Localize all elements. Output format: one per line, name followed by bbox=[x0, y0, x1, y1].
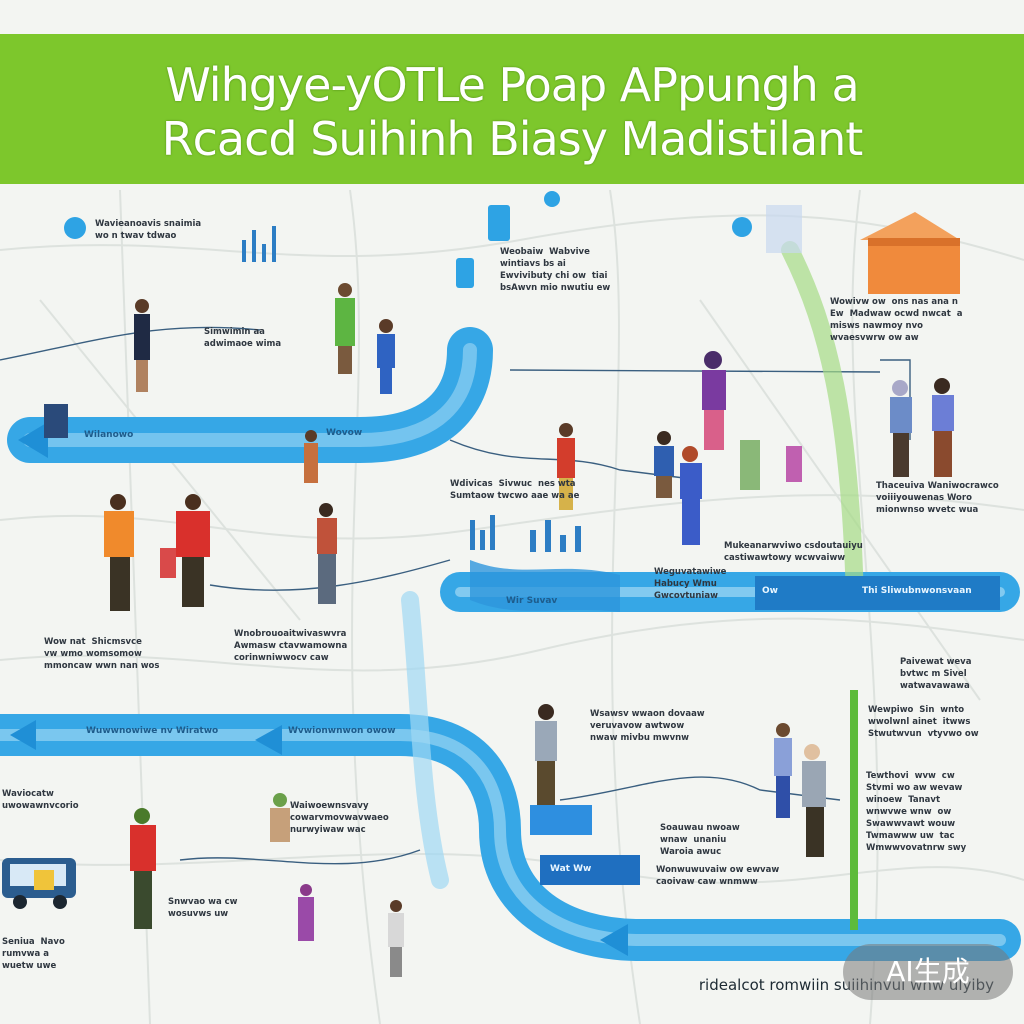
bottom-blue-box bbox=[540, 855, 640, 885]
text-block: Paivewat weva bvtwc m Sivel watwavawawa bbox=[900, 657, 972, 691]
green-divider bbox=[850, 690, 858, 930]
street-network bbox=[0, 189, 1024, 1024]
person-figure bbox=[702, 351, 726, 450]
thin-route-lines bbox=[0, 326, 911, 865]
ai-generated-badge: AI生成 bbox=[843, 944, 1013, 1000]
person-figure bbox=[890, 380, 912, 477]
house-icon bbox=[860, 212, 960, 294]
road-label: Wir Suvav bbox=[506, 596, 558, 606]
person-figure bbox=[104, 494, 134, 611]
person-figure bbox=[130, 808, 156, 929]
people-figures bbox=[104, 283, 954, 977]
road-label: Wuwwnowiwe nv Wiratwo bbox=[86, 726, 219, 736]
person-figure bbox=[317, 503, 337, 604]
page-title-line-2: Rcacd Suihinh Biasy Madistilant bbox=[161, 112, 864, 166]
text-block: Wavieanoavis snaimia wo n twav tdwao bbox=[95, 219, 202, 241]
text-block: Waiwoewnsvavy cowarvmovwavwaeo nurwyiwaw… bbox=[290, 801, 389, 835]
road-wave bbox=[470, 560, 620, 612]
text-block: Thaceuiva Waniwocrawco voiiiyouwenas Wor… bbox=[876, 481, 999, 515]
road-label: Thi Sliwubnwonsvaan bbox=[862, 586, 972, 596]
person-figure bbox=[304, 430, 318, 483]
text-block: Mukeanarwviwo csdoutauiyu castiwawtowy w… bbox=[724, 541, 863, 563]
text-block: Simwimin aa adwimaoe wima bbox=[204, 327, 282, 349]
text-block: Snwvao wa cw wosuvws uw bbox=[168, 897, 238, 919]
road-arrowheads bbox=[10, 422, 628, 956]
mini-bar-charts bbox=[242, 226, 581, 552]
text-block: Wonwuwuvaiw ow ewvaw caoivaw caw wnmww bbox=[656, 865, 780, 887]
text-block: Wewpiwo Sin wnto wwolwnl ainet itwws Stw… bbox=[868, 705, 979, 739]
right-band-box bbox=[755, 576, 1000, 610]
person-figure bbox=[557, 423, 575, 510]
road-label: Wilanowo bbox=[84, 430, 134, 440]
props bbox=[44, 205, 802, 835]
text-block: Wow nat Shicmsvce vw wmo womsomow mmonca… bbox=[44, 637, 160, 671]
person-figure bbox=[270, 793, 290, 842]
person-figure bbox=[335, 283, 355, 374]
title-banner bbox=[0, 34, 1024, 184]
text-block: Soauwau nwoaw wnaw unaniu Waroia awuc bbox=[660, 823, 740, 857]
text-block: Tewthovi wvw cw Stvmi wo aw wevaw winoew… bbox=[866, 771, 967, 853]
vehicle-icon bbox=[2, 858, 76, 909]
road-label: Wvwionwnwon owow bbox=[288, 726, 396, 736]
text-block: Wnobrouoaitwivaswvra Awmasw ctavwamowna … bbox=[234, 629, 348, 663]
text-block: Weguvatawiwe Habucy Wmu Gwcovtuniaw bbox=[654, 567, 727, 601]
person-figure bbox=[774, 723, 792, 818]
map-markers bbox=[64, 191, 752, 288]
text-block: Wdivicas Sivwuc nes wta Sumtaow twcwo aa… bbox=[450, 479, 580, 501]
person-figure bbox=[680, 446, 702, 545]
road-label: Ow bbox=[762, 586, 778, 596]
person-figure bbox=[654, 431, 674, 498]
person-figure bbox=[932, 378, 954, 477]
text-block: Waviocatw uwowawnvcorio bbox=[2, 789, 79, 811]
person-figure bbox=[535, 704, 557, 811]
person-figure bbox=[377, 319, 395, 394]
text-block: Weobaiw Wabvive wintiavs bs ai Ewvivibut… bbox=[500, 247, 611, 293]
text-block: Seniua Navo rumvwa a wuetw uwe bbox=[2, 937, 65, 971]
person-figure bbox=[298, 884, 314, 941]
road-label: Wat Ww bbox=[550, 864, 592, 874]
person-figure bbox=[134, 299, 150, 392]
road-label: Wovow bbox=[326, 428, 363, 438]
person-figure bbox=[802, 744, 826, 857]
text-block: Wowivw ow ons nas ana n Ew Madwaw ocwd n… bbox=[830, 297, 963, 343]
page-title-line-1: Wihgye-yOTLe Poap APpungh a bbox=[165, 58, 859, 112]
person-figure bbox=[176, 494, 210, 607]
text-block: Wsawsv wwaon dovaaw veruvavow awtwow nwa… bbox=[590, 709, 705, 743]
person-figure bbox=[388, 900, 404, 977]
